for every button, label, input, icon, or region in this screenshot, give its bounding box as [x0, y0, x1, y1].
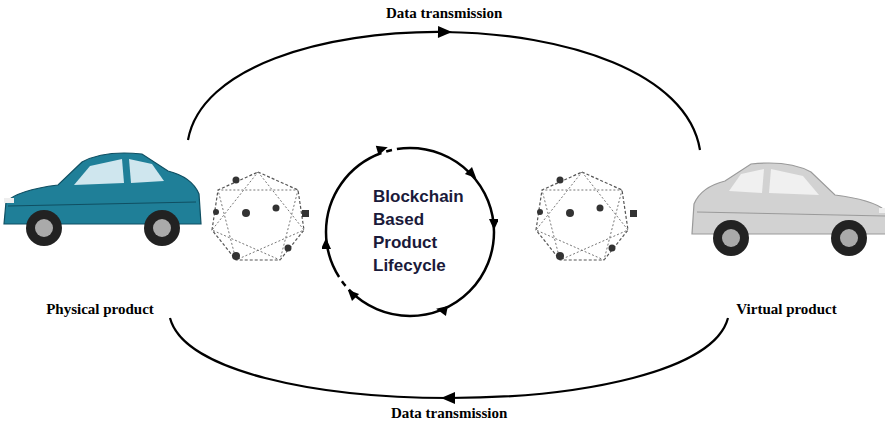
lifecycle-circle: Blockchain Based Product Lifecycle — [322, 144, 498, 320]
network-icon — [536, 172, 637, 260]
data-arc — [170, 318, 728, 404]
product-node: Virtual product — [688, 150, 885, 318]
edge-label: Data transmission — [383, 5, 505, 22]
lifecycle-title: Blockchain Based Product Lifecycle — [373, 186, 464, 278]
network-icon — [212, 172, 309, 260]
product-label: Virtual product — [688, 301, 885, 318]
car-illustration — [688, 150, 885, 269]
product-label: Physical product — [0, 301, 200, 318]
data-arc — [188, 26, 700, 150]
car-illustration — [0, 140, 205, 259]
product-node: Physical product — [0, 140, 200, 318]
edge-label: Data transmission — [388, 405, 510, 422]
